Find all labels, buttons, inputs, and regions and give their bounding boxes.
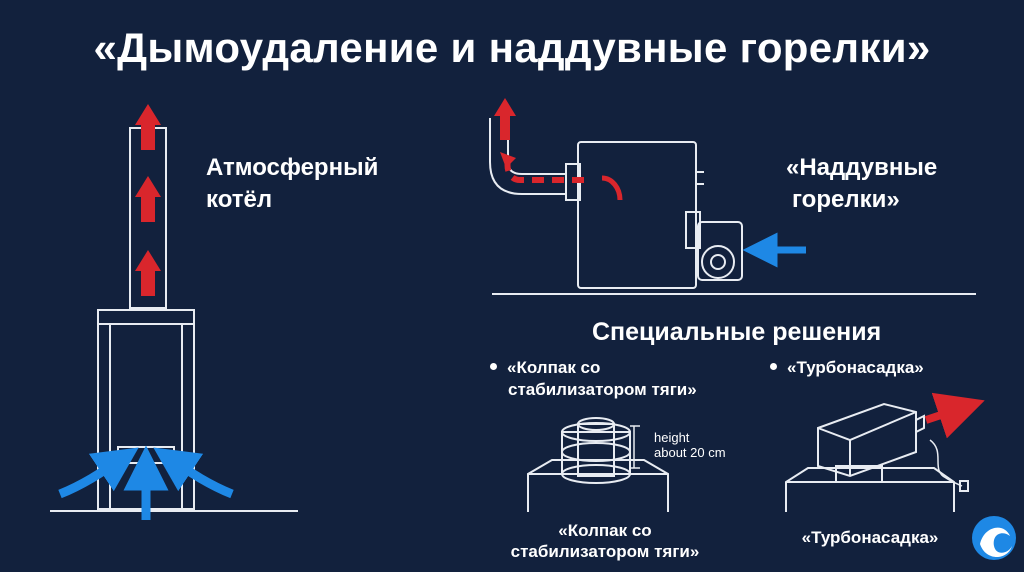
chimney-block-right	[785, 467, 955, 512]
plug	[959, 480, 969, 492]
intake-arrow-icon	[153, 447, 234, 499]
up-arrow-icon	[135, 176, 161, 222]
logo-icon	[972, 516, 1016, 560]
bullet-turbo: «Турбонасадка»	[770, 357, 924, 379]
chimney-block	[527, 459, 669, 512]
turbo-caption: «Турбонасадка»	[801, 528, 939, 547]
boiler-case	[577, 141, 697, 289]
turbo-attachment	[785, 402, 969, 512]
height-note: height about 20 cm	[654, 430, 726, 460]
up-arrow-icon	[135, 104, 161, 150]
bullet-stabilizer-cap: «Колпак со стабилизатором тяги»	[490, 357, 697, 401]
page-title: «Дымоудаление и наддувные горелки»	[93, 24, 931, 71]
bullet-dot	[490, 363, 497, 371]
bullet-dot	[770, 363, 777, 371]
draft-stabilizer-cap	[527, 417, 669, 512]
atmospheric-boiler-label: Атмосферный котёл	[206, 154, 379, 213]
burner-housing	[697, 221, 743, 281]
boiler-top	[97, 309, 195, 325]
turbo-exhaust-arrow	[924, 392, 985, 439]
power-cord	[929, 439, 963, 487]
intake-arrow-icon	[58, 447, 139, 499]
chimney-exhaust-arrows	[135, 104, 161, 296]
fan-inner	[710, 254, 726, 270]
turbo-box	[817, 402, 917, 478]
forced-burner-label: «Наддувные горелки»	[786, 154, 938, 213]
up-arrow-icon	[135, 250, 161, 296]
atmospheric-boiler	[50, 127, 298, 512]
air-intake-arrows	[58, 445, 234, 520]
forced-exhaust-arrows	[494, 98, 623, 201]
burner-opening	[117, 446, 175, 464]
stabilizer-cap-caption: «Колпак со стабилизатором тяги»	[510, 521, 700, 561]
special-solutions-heading: Специальные решения	[592, 318, 882, 346]
forced-boiler	[489, 118, 976, 295]
fan-outer	[701, 245, 735, 279]
burner-mount	[685, 211, 701, 249]
up-arrow-icon	[494, 98, 516, 140]
